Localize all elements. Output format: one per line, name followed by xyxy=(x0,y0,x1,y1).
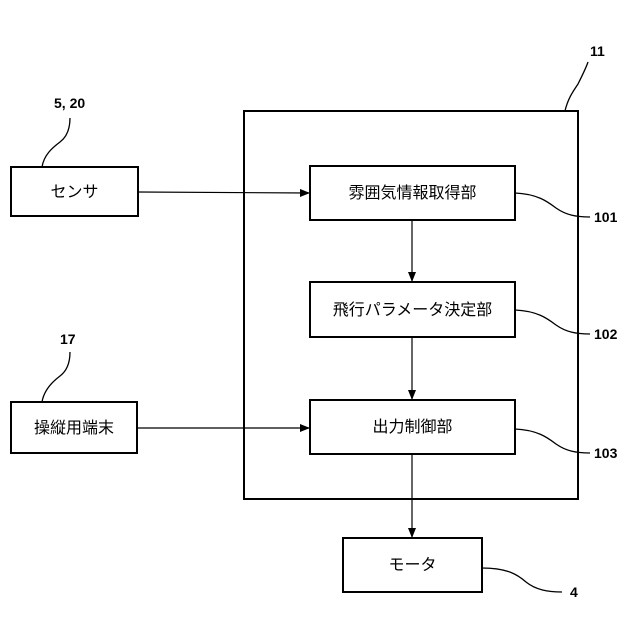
atmosphere-unit-ref: 101 xyxy=(594,209,618,225)
motor-label: モータ xyxy=(388,555,436,574)
terminal-ref-leader xyxy=(42,352,70,402)
param-unit-block: 飛行パラメータ決定部 102 xyxy=(310,282,618,342)
motor-ref-leader xyxy=(482,568,562,592)
motor-ref: 4 xyxy=(570,584,578,600)
motor-block: モータ 4 xyxy=(343,538,578,600)
output-unit-block: 出力制御部 103 xyxy=(310,400,618,461)
controller-ref: 11 xyxy=(590,43,605,59)
output-unit-ref: 103 xyxy=(594,445,618,461)
param-unit-label: 飛行パラメータ決定部 xyxy=(333,300,493,319)
terminal-block: 操縦用端末 17 xyxy=(11,331,137,453)
atmosphere-unit-label: 雰囲気情報取得部 xyxy=(348,183,476,202)
sensor-block: センサ 5, 20 xyxy=(11,95,138,216)
param-unit-ref: 102 xyxy=(594,326,618,342)
arrow-sensor-to-atmosphere-unit xyxy=(138,192,309,193)
atmosphere-unit-block: 雰囲気情報取得部 101 xyxy=(310,166,618,225)
terminal-label: 操縦用端末 xyxy=(34,418,114,437)
flow-arrows xyxy=(137,192,412,537)
output-unit-label: 出力制御部 xyxy=(372,417,452,436)
sensor-label: センサ xyxy=(50,182,98,201)
sensor-ref-leader xyxy=(42,118,70,167)
sensor-ref: 5, 20 xyxy=(54,95,85,111)
terminal-ref: 17 xyxy=(60,331,76,347)
controller-ref-leader xyxy=(565,62,588,111)
